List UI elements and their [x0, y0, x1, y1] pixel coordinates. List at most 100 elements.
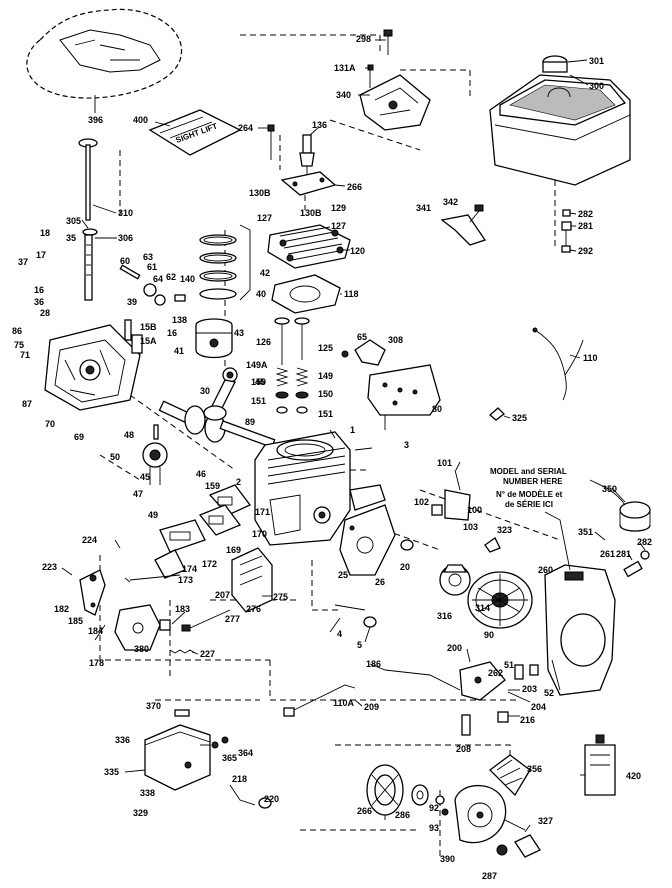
part-label: 136	[312, 120, 327, 130]
part-label: 5	[357, 640, 362, 650]
part-label: 39	[127, 297, 137, 307]
part-label: 365	[222, 753, 237, 763]
part-label: 341	[416, 203, 431, 213]
carburetor-parts-172-174	[124, 549, 186, 583]
wire-110	[532, 327, 584, 401]
air-filter-hose-396	[26, 8, 183, 99]
backplate-25	[339, 504, 396, 576]
part-label: 51	[504, 660, 514, 670]
part-label: 100	[467, 505, 482, 515]
part-label: 186	[366, 659, 381, 669]
part-label: 200	[447, 643, 462, 653]
fuel-tank-300	[489, 55, 631, 186]
part-label: 25	[338, 570, 348, 580]
part-label: 390	[440, 854, 455, 864]
part-label: 209	[364, 702, 379, 712]
part-label: 325	[512, 413, 527, 423]
air-cleaner-cover-336	[144, 709, 211, 791]
clip-218-220	[229, 784, 272, 809]
crankshaft-30	[158, 400, 276, 449]
part-label: 127	[257, 213, 272, 223]
part-label: 49	[148, 510, 158, 520]
gaskets-169-171	[159, 484, 252, 553]
serial-note-line-2: NUMBER HERE	[503, 477, 563, 486]
part-label: 70	[45, 419, 55, 429]
starter-handle-327	[514, 834, 541, 858]
ignition-parts-100	[431, 469, 471, 521]
part-label: 45	[140, 472, 150, 482]
part-label: 342	[443, 197, 458, 207]
part-label: 275	[273, 592, 288, 602]
part-label: 420	[626, 771, 641, 781]
serial-note-line-3: N° de MODÈLE et	[496, 490, 563, 499]
part-label: 2	[236, 477, 241, 487]
part-label: 171	[255, 507, 270, 517]
part-label: 282	[578, 209, 593, 219]
part-label: 220	[264, 794, 279, 804]
clip-325	[488, 407, 505, 421]
part-label: 364	[238, 748, 253, 758]
part-label: 150	[251, 377, 266, 387]
part-label: 260	[538, 565, 553, 575]
part-label: 15A	[140, 336, 157, 346]
part-label: 63	[143, 252, 153, 262]
part-label: 174	[182, 564, 197, 574]
part-label: 90	[484, 630, 494, 640]
spring-216	[497, 711, 509, 723]
plug-20	[400, 539, 414, 551]
screw-277	[181, 609, 231, 632]
part-label: 118	[344, 289, 359, 299]
part-label: 87	[22, 399, 32, 409]
part-label: 183	[175, 604, 190, 614]
part-label: 292	[578, 246, 593, 256]
part-label: 301	[589, 56, 604, 66]
part-label: 227	[200, 649, 215, 659]
screw-4-5	[334, 604, 377, 628]
plate-266	[280, 171, 337, 196]
part-label: 110A	[333, 698, 355, 708]
part-label: 208	[456, 744, 471, 754]
part-label: 16	[34, 285, 44, 295]
connecting-rod-45	[203, 367, 238, 421]
part-label: 286	[395, 810, 410, 820]
part-label: 131A	[334, 63, 356, 73]
cylinder-head-120	[267, 224, 351, 269]
part-label: 129	[331, 203, 346, 213]
part-label: 48	[124, 430, 134, 440]
part-label: 266	[347, 182, 362, 192]
throttle-control-200	[459, 661, 539, 736]
part-label: 26	[375, 577, 385, 587]
part-label: 282	[637, 537, 652, 547]
part-label: 170	[252, 529, 267, 539]
model-serial-note: MODEL and SERIAL NUMBER HERE N° de MODÈL…	[490, 467, 571, 571]
part-label: 172	[202, 559, 217, 569]
part-label: 4	[337, 629, 342, 639]
part-label: 50	[110, 452, 120, 462]
assembly-guide-lines	[99, 34, 561, 860]
part-label: 298	[356, 34, 371, 44]
part-label: 69	[74, 432, 84, 442]
head-gasket-118	[271, 274, 341, 314]
part-label: 314	[475, 603, 490, 613]
part-label: 89	[245, 417, 255, 427]
part-label: 151	[318, 409, 333, 419]
part-labels: 396 400 310 305 306 18 35 37 17 16 36 28…	[12, 34, 652, 881]
part-label: 308	[388, 335, 403, 345]
part-label: 262	[488, 668, 503, 678]
part-label: 101	[437, 458, 452, 468]
part-label: 264	[238, 123, 253, 133]
part-label: 207	[215, 590, 230, 600]
screw-131A	[367, 64, 374, 88]
part-label: 276	[246, 604, 261, 614]
flywheel-90	[467, 571, 533, 629]
part-label: 277	[225, 614, 240, 624]
part-label: 42	[260, 268, 270, 278]
part-label: 45	[255, 377, 265, 387]
part-label: 370	[146, 701, 161, 711]
part-label: 396	[88, 115, 103, 125]
part-label: 93	[429, 823, 439, 833]
part-label: 266	[357, 806, 372, 816]
cam-gear-50	[142, 424, 168, 485]
part-label: 61	[147, 262, 157, 272]
